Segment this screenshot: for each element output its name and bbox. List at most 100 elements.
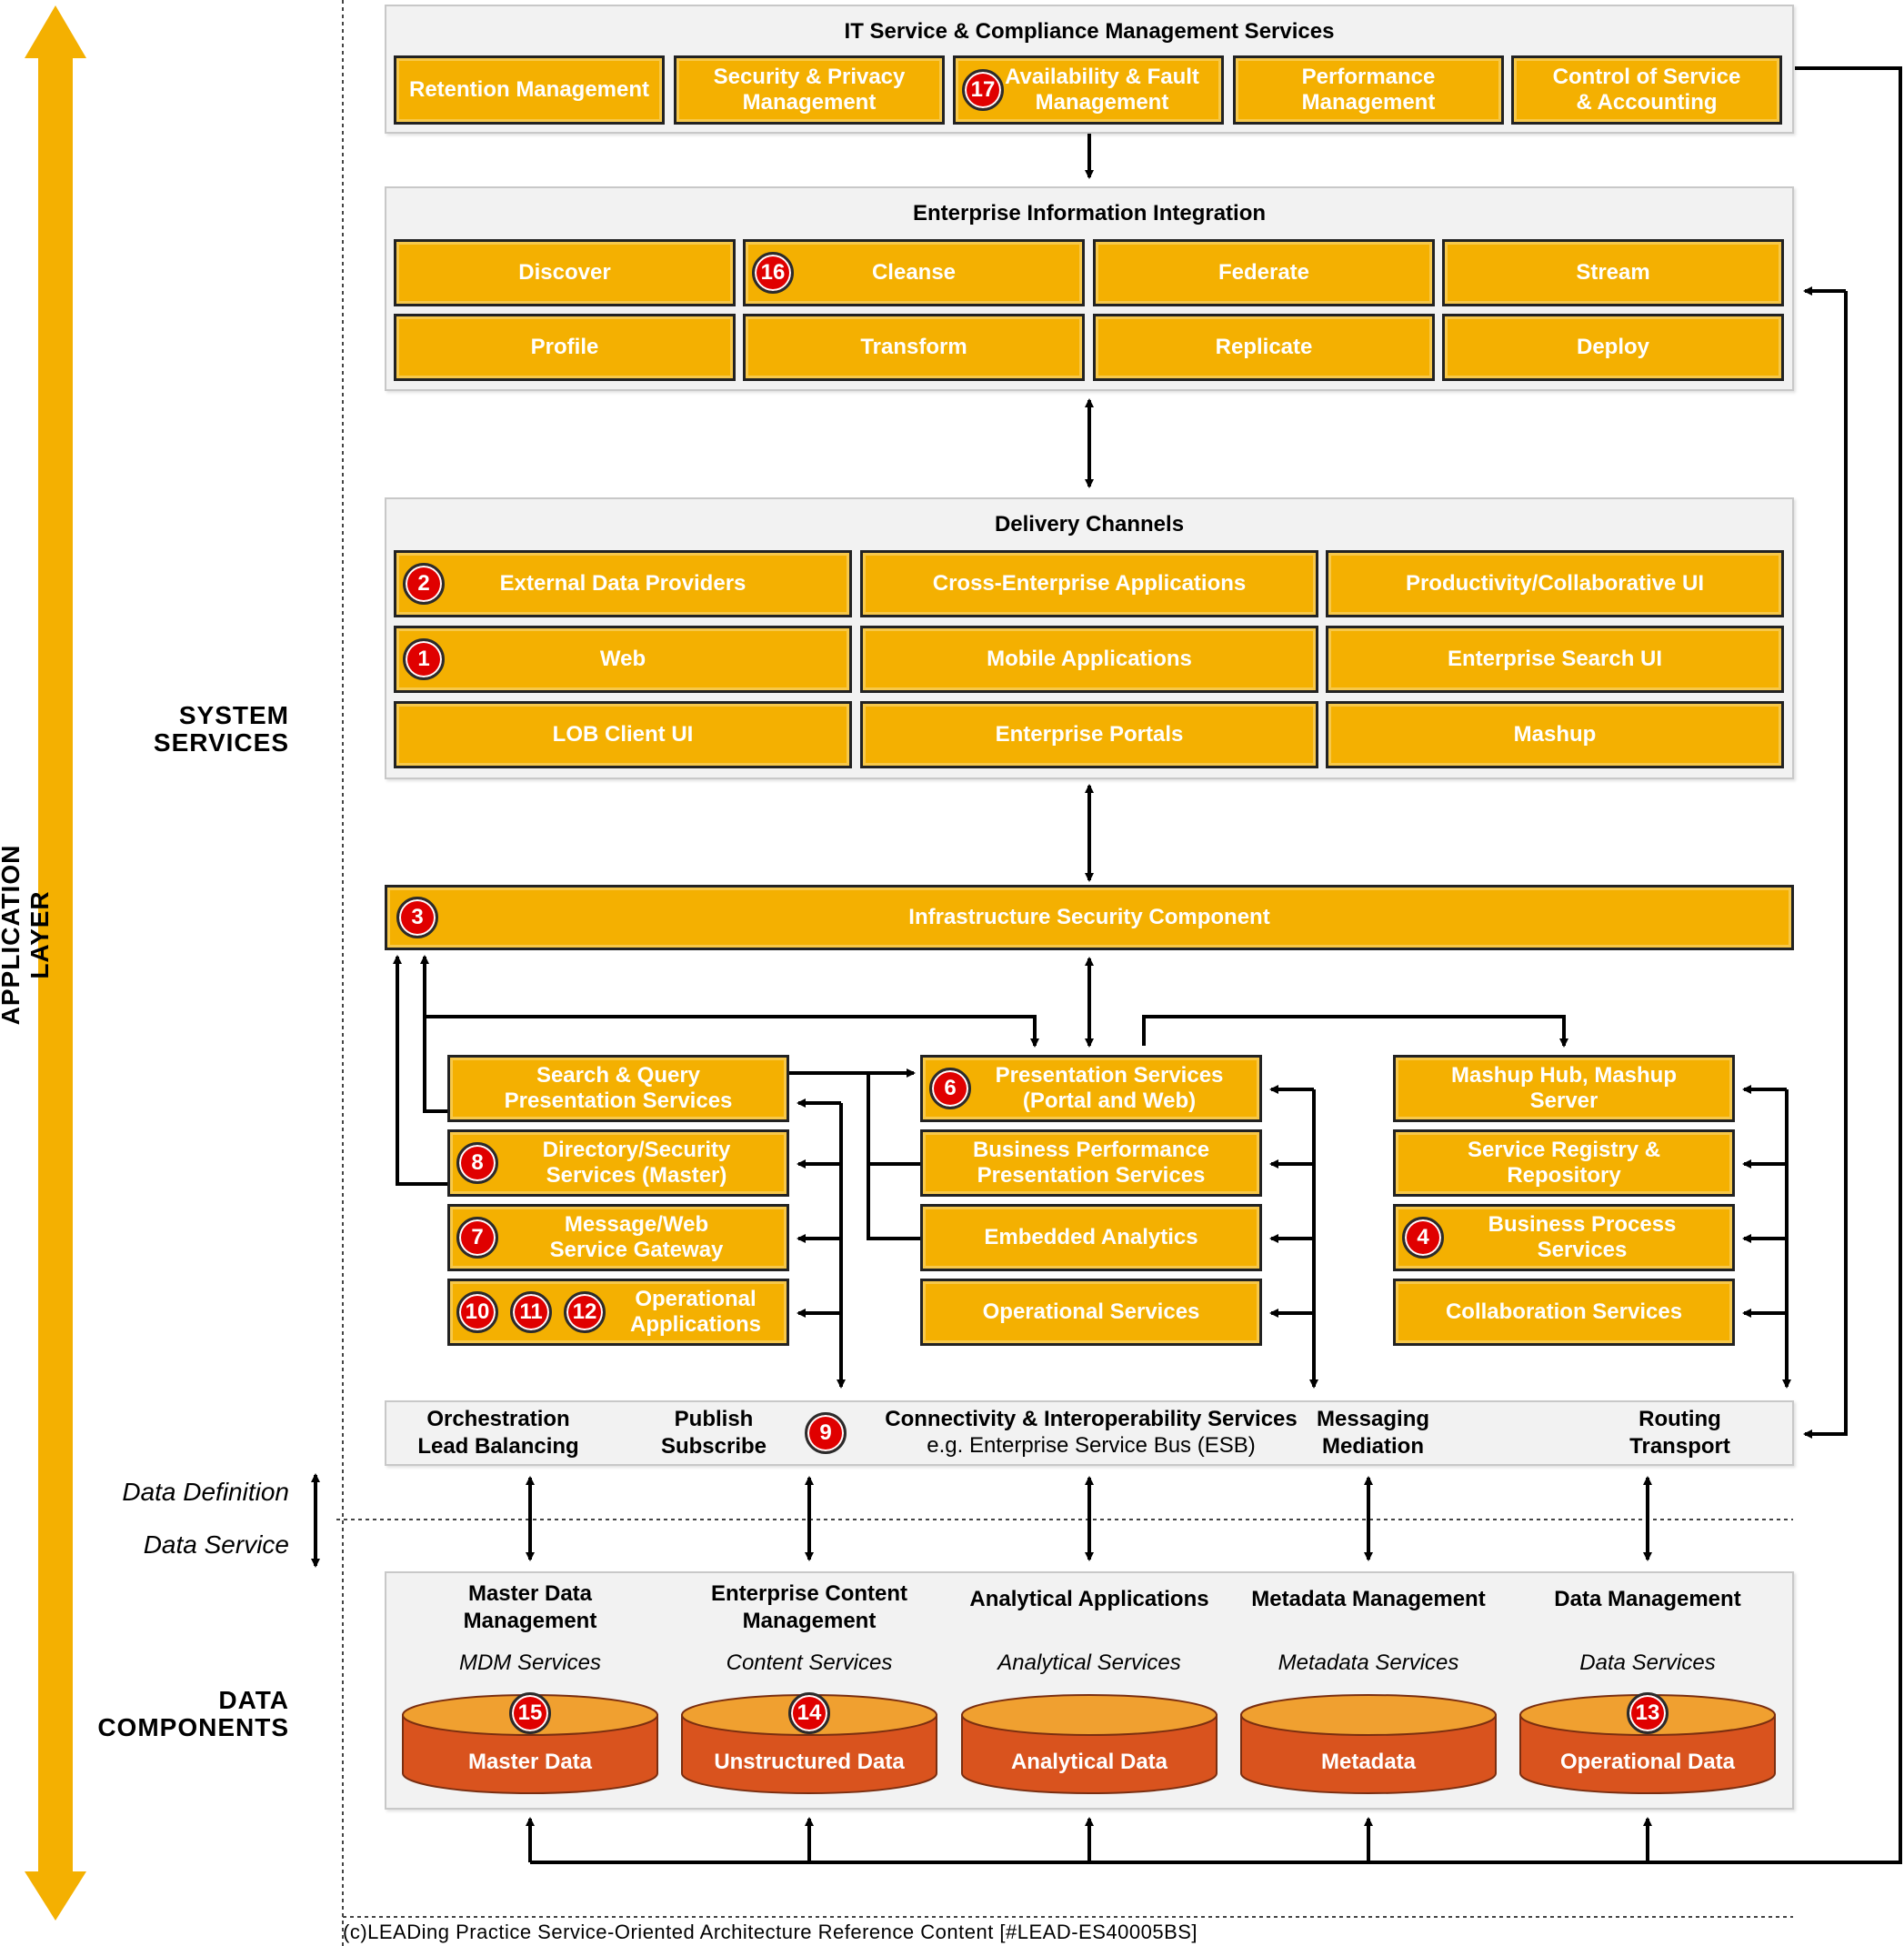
- data-components-label: DATA COMPONENTS: [97, 1686, 289, 1741]
- badge-6: 6: [929, 1068, 971, 1109]
- embedded-analytics-box[interactable]: Embedded Analytics: [920, 1204, 1262, 1271]
- operational-services-box[interactable]: Operational Services: [920, 1279, 1262, 1346]
- presentation-services-portal-and-web-label: Presentation Services (Portal and Web): [995, 1063, 1224, 1113]
- message-web-service-gateway-label: Message/Web Service Gateway: [549, 1212, 724, 1262]
- operational-services-label: Operational Services: [982, 1299, 1200, 1324]
- badge-14: 14: [788, 1692, 830, 1734]
- enterprise-search-ui-box[interactable]: Enterprise Search UI: [1326, 626, 1784, 693]
- badge-17: 17: [962, 69, 1004, 111]
- availability-fault-management-label: Availability & Fault Management: [1005, 65, 1199, 115]
- connectivity-panel: [385, 1400, 1794, 1466]
- badge-11: 11: [510, 1291, 552, 1333]
- retention-management-label: Retention Management: [408, 77, 650, 102]
- embedded-analytics-label: Embedded Analytics: [984, 1225, 1198, 1249]
- application-layer-arrow: [25, 5, 86, 1921]
- transform-box[interactable]: Transform: [743, 314, 1085, 381]
- productivity-collaborative-ui-label: Productivity/Collaborative UI: [1405, 571, 1705, 596]
- web-box[interactable]: Web: [394, 626, 852, 693]
- enterprise-portals-label: Enterprise Portals: [995, 722, 1184, 747]
- business-process-services-box[interactable]: Business Process Services: [1393, 1204, 1735, 1271]
- cross-enterprise-applications-label: Cross-Enterprise Applications: [932, 571, 1247, 596]
- data-services-label: Data Services: [1579, 1650, 1716, 1675]
- cleanse-label: Cleanse: [871, 260, 957, 285]
- analytical-data-cylinder: [961, 1694, 1218, 1794]
- badge-2: 2: [403, 563, 445, 605]
- stream-box[interactable]: Stream: [1442, 239, 1784, 306]
- data-management-title: Data Management: [1554, 1587, 1741, 1611]
- control-of-service-accounting-label: Control of Service & Accounting: [1552, 65, 1741, 115]
- directory-security-services-master-box[interactable]: Directory/Security Services (Master): [447, 1129, 789, 1197]
- badge-4: 4: [1402, 1217, 1444, 1259]
- master-data-label: Master Data: [467, 1750, 593, 1774]
- business-process-services-label: Business Process Services: [1488, 1212, 1677, 1262]
- badge-1: 1: [403, 638, 445, 680]
- service-registry-repository-box[interactable]: Service Registry & Repository: [1393, 1129, 1735, 1197]
- connectivity-title: Connectivity & Interoperability Services: [885, 1407, 1298, 1431]
- metadata-label: Metadata: [1320, 1750, 1417, 1774]
- business-performance-presentation-services-box[interactable]: Business Performance Presentation Servic…: [920, 1129, 1262, 1197]
- lob-client-ui-label: LOB Client UI: [552, 722, 694, 747]
- enterprise-content-management-title: Enterprise Content Management: [710, 1581, 908, 1633]
- orchestration-label: Orchestration Lead Balancing: [417, 1407, 579, 1459]
- discover-box[interactable]: Discover: [394, 239, 736, 306]
- connectivity-subtitle: e.g. Enterprise Service Bus (ESB): [927, 1433, 1256, 1458]
- unstructured-data-label: Unstructured Data: [714, 1750, 905, 1774]
- replicate-box[interactable]: Replicate: [1093, 314, 1435, 381]
- lob-client-ui-box[interactable]: LOB Client UI: [394, 701, 852, 768]
- external-data-providers-label: External Data Providers: [499, 571, 747, 596]
- application-layer-label: APPLICATION LAYER: [0, 844, 54, 1026]
- directory-security-services-master-label: Directory/Security Services (Master): [542, 1138, 731, 1188]
- operational-applications-box[interactable]: Operational Applications: [447, 1279, 789, 1346]
- metadata-services-label: Metadata Services: [1278, 1650, 1459, 1675]
- badge-13: 13: [1627, 1692, 1669, 1734]
- mashup-hub-mashup-server-label: Mashup Hub, Mashup Server: [1451, 1063, 1677, 1113]
- service-registry-repository-label: Service Registry & Repository: [1467, 1138, 1661, 1188]
- federate-label: Federate: [1218, 260, 1310, 285]
- content-services-label: Content Services: [726, 1650, 893, 1675]
- control-of-service-accounting-box[interactable]: Control of Service & Accounting: [1511, 55, 1782, 125]
- publish-subscribe-label: Publish Subscribe: [660, 1407, 767, 1459]
- enterprise-search-ui-label: Enterprise Search UI: [1447, 647, 1663, 671]
- security-privacy-management-box[interactable]: Security & Privacy Management: [674, 55, 945, 125]
- analytical-data-label: Analytical Data: [1010, 1750, 1168, 1774]
- discover-label: Discover: [518, 260, 611, 285]
- profile-box[interactable]: Profile: [394, 314, 736, 381]
- replicate-label: Replicate: [1215, 335, 1313, 359]
- messaging-mediation-label: Messaging Mediation: [1316, 1407, 1430, 1459]
- badge-12: 12: [564, 1291, 606, 1333]
- deploy-box[interactable]: Deploy: [1442, 314, 1784, 381]
- badge-3: 3: [396, 897, 438, 938]
- mobile-applications-box[interactable]: Mobile Applications: [860, 626, 1318, 693]
- badge-15: 15: [509, 1692, 551, 1734]
- web-label: Web: [599, 647, 646, 671]
- external-data-providers-box[interactable]: External Data Providers: [394, 550, 852, 617]
- eii-title: Enterprise Information Integration: [912, 201, 1267, 226]
- cleanse-box[interactable]: Cleanse: [743, 239, 1085, 306]
- badge-9: 9: [805, 1412, 847, 1454]
- mdm-services-label: MDM Services: [458, 1650, 601, 1675]
- infrastructure-security-component[interactable]: Infrastructure Security Component: [385, 885, 1794, 950]
- footer-copyright: (c)LEADing Practice Service-Oriented Arc…: [343, 1921, 1198, 1943]
- search-query-presentation-services-box[interactable]: Search & Query Presentation Services: [447, 1055, 789, 1122]
- transform-label: Transform: [860, 335, 967, 359]
- collaboration-services-box[interactable]: Collaboration Services: [1393, 1279, 1735, 1346]
- mashup-hub-mashup-server-box[interactable]: Mashup Hub, Mashup Server: [1393, 1055, 1735, 1122]
- performance-management-box[interactable]: Performance Management: [1233, 55, 1504, 125]
- stream-label: Stream: [1576, 260, 1650, 285]
- cross-enterprise-applications-box[interactable]: Cross-Enterprise Applications: [860, 550, 1318, 617]
- mashup-box[interactable]: Mashup: [1326, 701, 1784, 768]
- presentation-services-portal-and-web-box[interactable]: Presentation Services (Portal and Web): [920, 1055, 1262, 1122]
- delivery-channels-title: Delivery Channels: [994, 512, 1185, 537]
- badge-8: 8: [456, 1142, 498, 1184]
- message-web-service-gateway-box[interactable]: Message/Web Service Gateway: [447, 1204, 789, 1271]
- it-service-title: IT Service & Compliance Management Servi…: [844, 19, 1335, 44]
- productivity-collaborative-ui-box[interactable]: Productivity/Collaborative UI: [1326, 550, 1784, 617]
- badge-10: 10: [456, 1291, 498, 1333]
- enterprise-portals-box[interactable]: Enterprise Portals: [860, 701, 1318, 768]
- performance-management-label: Performance Management: [1301, 65, 1436, 115]
- retention-management-box[interactable]: Retention Management: [394, 55, 665, 125]
- mashup-label: Mashup: [1513, 722, 1597, 747]
- business-performance-presentation-services-label: Business Performance Presentation Servic…: [972, 1138, 1210, 1188]
- federate-box[interactable]: Federate: [1093, 239, 1435, 306]
